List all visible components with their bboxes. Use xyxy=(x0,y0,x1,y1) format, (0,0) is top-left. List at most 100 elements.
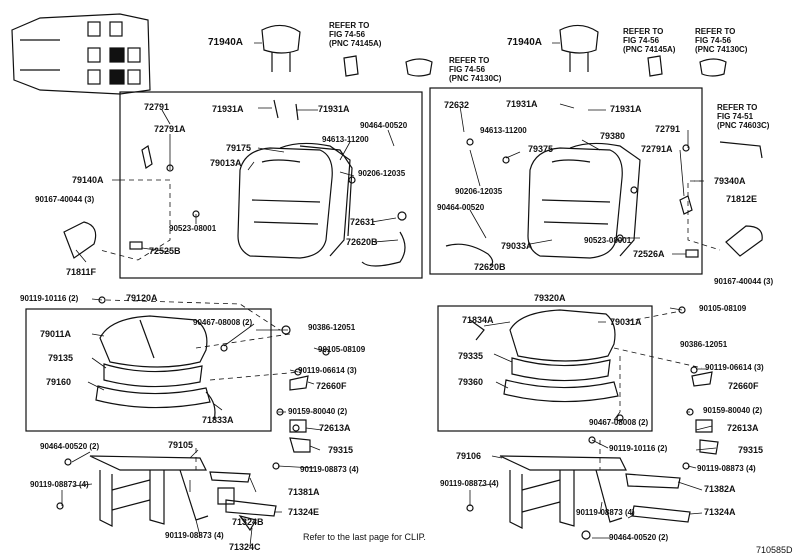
part-label: 79380 xyxy=(600,131,626,141)
part-label: 72660F xyxy=(728,381,759,391)
part-label: 71811F xyxy=(66,267,97,277)
refer-callout: REFER TO FIG 74-56 (PNC 74145A) xyxy=(329,21,382,48)
part-label: 71833A xyxy=(202,415,234,425)
part-label: 90119-06614 (3) xyxy=(298,366,357,375)
part-label: 90119-10116 (2) xyxy=(20,294,79,303)
part-label: 79013A xyxy=(210,158,242,168)
headrest-left-icon xyxy=(261,24,301,72)
part-label: 71940A xyxy=(208,37,244,48)
part-label: 79135 xyxy=(48,353,74,363)
cover-71324c-icon xyxy=(238,515,257,532)
part-label: 90206-12035 xyxy=(358,169,406,178)
part-label: 79140A xyxy=(72,175,104,185)
rail-71381a-icon xyxy=(209,471,251,483)
part-label: 90119-08873 (4) xyxy=(576,508,635,517)
part-label: 94613-11200 xyxy=(322,135,369,144)
part-label: 79160 xyxy=(46,377,72,387)
part-label: 72632 xyxy=(444,100,470,110)
part-label: 71324B xyxy=(232,517,264,527)
part-label: 79315 xyxy=(328,445,354,455)
part-label: 94613-11200 xyxy=(480,126,527,135)
part-label: 90159-80040 (2) xyxy=(288,407,348,416)
refer-callout: REFER TO FIG 74-56 (PNC 74130C) xyxy=(695,27,748,54)
hinge-cover-right-icon xyxy=(725,225,763,257)
part-label: 90105-08109 xyxy=(318,345,366,354)
part-label: 90523-08001 xyxy=(169,224,217,233)
seat-track-right-icon xyxy=(499,455,627,529)
part-label: 72620B xyxy=(474,262,506,272)
part-label: 79105 xyxy=(168,440,194,450)
part-label: 90467-08008 (2) xyxy=(193,318,253,327)
part-label: 79335 xyxy=(458,351,484,361)
lever-right-icon xyxy=(679,195,693,215)
cover-79315-right-icon xyxy=(699,439,719,455)
part-label: 79360 xyxy=(458,377,484,387)
part-label: 79011A xyxy=(40,329,72,339)
cap-right-icon xyxy=(699,58,727,77)
part-label: 72631 xyxy=(350,217,376,227)
lever-left-icon xyxy=(141,145,153,169)
part-label: 90167-40044 (3) xyxy=(35,195,95,204)
part-label: 71382A xyxy=(704,484,736,494)
part-label: 72660F xyxy=(316,381,347,391)
hinge-cover-left-icon xyxy=(63,221,97,259)
part-label: 79375 xyxy=(528,144,554,154)
clip-72526a-icon xyxy=(685,249,699,258)
fastener-icons xyxy=(56,138,698,540)
part-label: 79320A xyxy=(534,293,566,303)
part-label: 90119-10116 (2) xyxy=(609,444,668,453)
part-label: 72620B xyxy=(346,237,378,247)
vehicle-locator-icon xyxy=(11,13,151,95)
dashed-connectors xyxy=(99,179,721,470)
part-label: 90105-08109 xyxy=(699,304,747,313)
cover-72613a-right-icon xyxy=(695,419,713,433)
cable-left-icon xyxy=(361,231,406,267)
part-label: 71324E xyxy=(288,507,320,517)
part-label: 71381A xyxy=(288,487,320,497)
headrest-right-icon xyxy=(559,24,599,72)
part-label: 79106 xyxy=(456,451,482,461)
part-label: 90464-00520 (2) xyxy=(40,442,100,451)
clip-72525b-icon xyxy=(129,241,143,250)
cushion-right-icon xyxy=(503,309,619,403)
part-label: 90119-08873 (4) xyxy=(300,465,359,474)
part-label: 79033A xyxy=(501,241,533,251)
rail-71382a-icon xyxy=(625,473,681,489)
cover-79315-left-icon xyxy=(289,437,311,453)
part-label: 72526A xyxy=(633,249,665,259)
part-label: 72613A xyxy=(319,423,351,433)
part-label: 72613A xyxy=(727,423,759,433)
part-label: 90386-12051 xyxy=(308,323,356,332)
part-label: 90467-08008 (2) xyxy=(589,418,649,427)
part-label: 71812E xyxy=(726,194,758,204)
part-label: 79120A xyxy=(126,293,158,303)
part-label: 90159-80040 (2) xyxy=(703,406,763,415)
part-label: 79175 xyxy=(226,143,252,153)
part-label: 79315 xyxy=(738,445,764,455)
part-label: 90119-08873 (4) xyxy=(30,480,89,489)
bracket-71833a-icon xyxy=(205,391,216,421)
rail-71324e-icon xyxy=(225,499,277,517)
rail-71324a-icon xyxy=(631,505,691,523)
cable-right-icon xyxy=(445,243,494,267)
part-label: 72791A xyxy=(641,144,673,154)
part-label: 71931A xyxy=(318,104,350,114)
front-left-frame xyxy=(119,91,423,279)
part-label: 71931A xyxy=(212,104,244,114)
seatback-right-icon xyxy=(527,142,641,259)
part-label: 90119-06614 (3) xyxy=(705,363,764,372)
cushion-right-frame xyxy=(437,305,653,432)
part-label: 71324A xyxy=(704,507,736,517)
cover-72660f-right-icon xyxy=(691,371,713,387)
cushion-left-icon xyxy=(95,315,211,409)
part-label: 90206-12035 xyxy=(455,187,503,196)
part-label: 71834A xyxy=(462,315,494,325)
refer-callout: REFER TO FIG 74-51 (PNC 74603C) xyxy=(717,103,770,130)
cover-72613a-left-icon xyxy=(289,419,307,433)
clip-left-icon xyxy=(343,55,359,77)
part-label: 90464-00520 xyxy=(437,203,485,212)
part-label: 71940A xyxy=(507,37,543,48)
part-label: 72791A xyxy=(154,124,186,134)
part-label: 72525B xyxy=(149,246,181,256)
